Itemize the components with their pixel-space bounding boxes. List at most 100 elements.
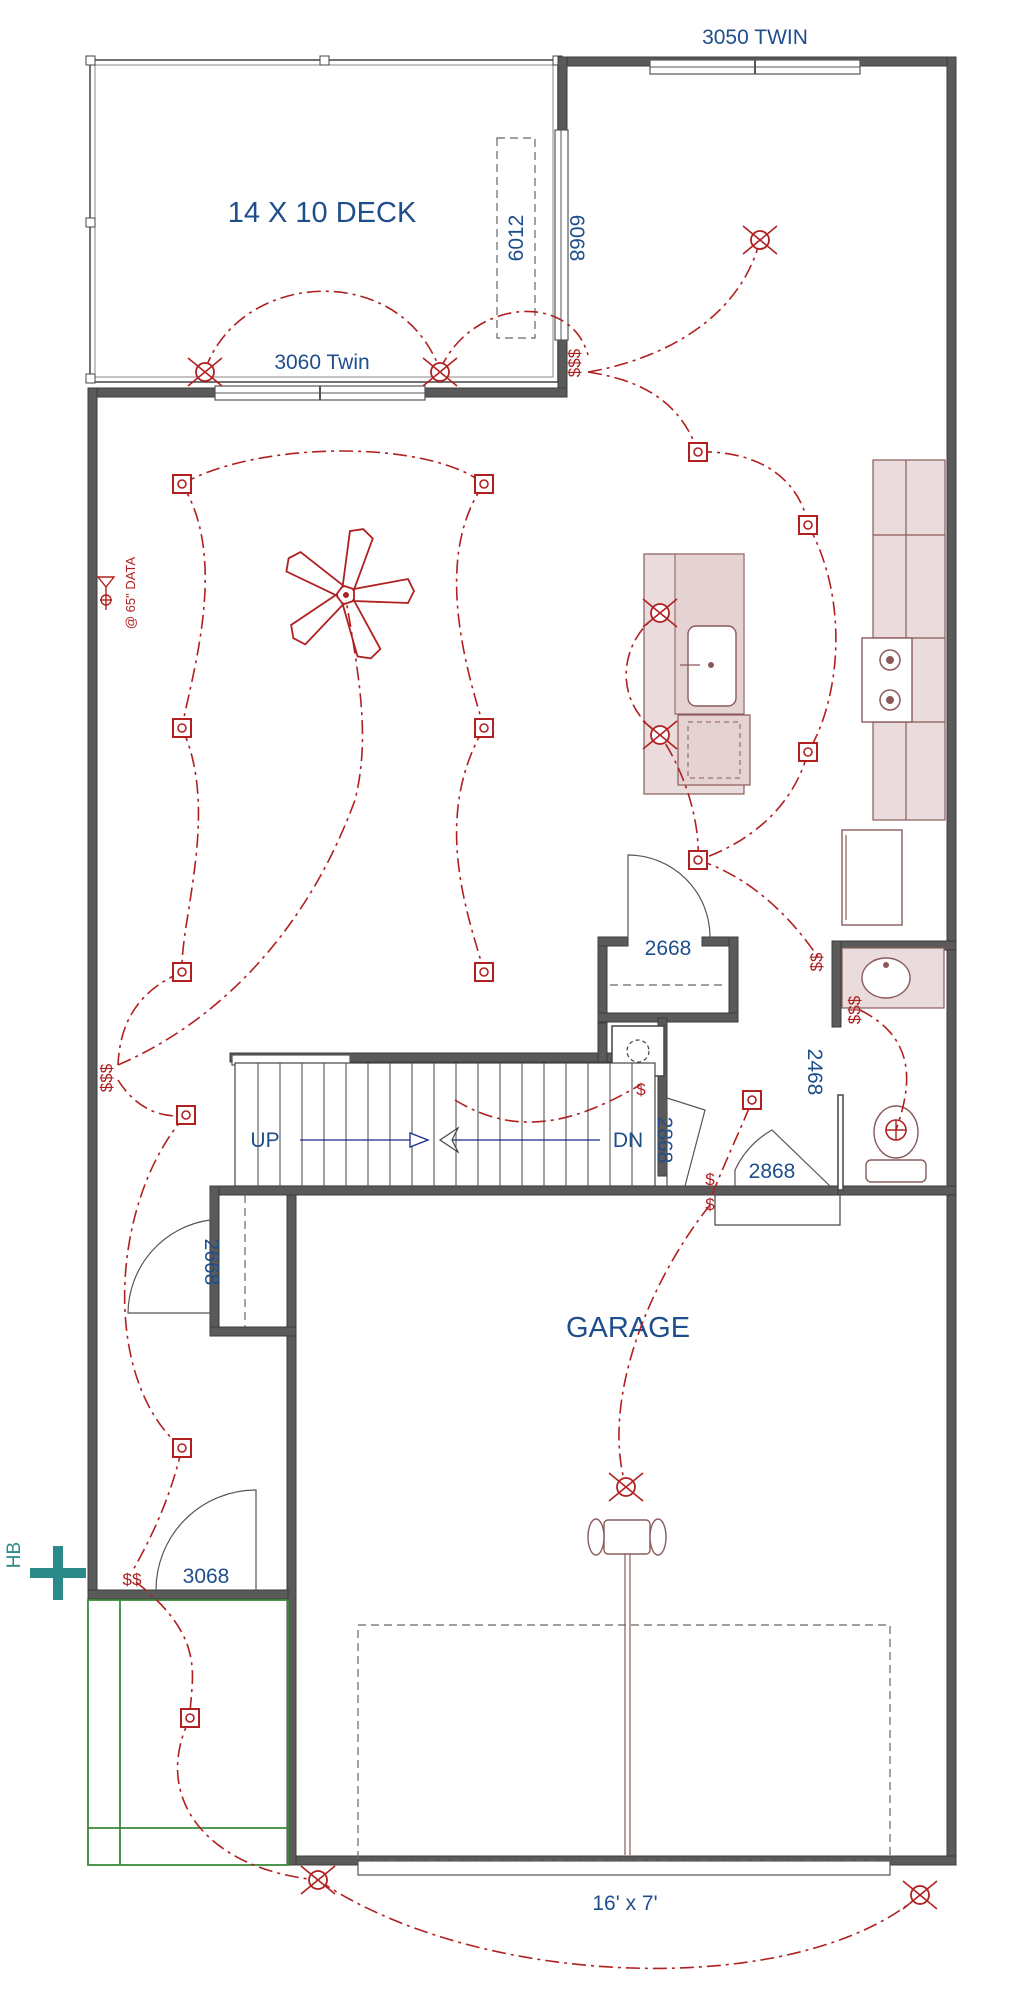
wall-left [87,387,98,1599]
wall-pantry-left [597,936,608,1024]
stair-break [438,1126,460,1154]
deck-outline [89,59,559,383]
burner [879,649,901,671]
switch-entry: $$ [123,1570,142,1589]
burner [879,689,901,711]
recessed-light-icon [474,474,494,494]
door-label-bath: 2468 [803,1049,826,1096]
stair-run [234,1062,656,1187]
toilet-tank [865,1159,927,1183]
powder-room: 2468 [803,947,945,1183]
garage-entry-door-swing [734,1129,831,1187]
water-heater-icon [626,1039,650,1063]
vanity [841,947,945,1009]
fan-blade [341,599,382,660]
light-fixture-icon [742,225,778,255]
wall-stair-right [657,1017,668,1177]
windows: 3050 TWIN 3060 Twin [214,26,861,1066]
fan-blade [341,528,374,591]
door-label-entry: 3068 [183,1565,230,1588]
wall-bath-bottom [837,1185,957,1196]
light-fixture-icon [642,598,678,628]
recessed-light-icon [474,718,494,738]
switch-deck: $$$ [565,348,584,377]
stair-up-label: UP [250,1129,279,1152]
fridge [841,829,903,926]
entry-door-swing [155,1489,257,1591]
recessed-light-icon [176,1105,196,1125]
wall-right [946,56,957,1866]
garage-door-label: 16' x 7' [592,1892,657,1915]
kitchen [643,459,946,926]
garage-door-opener-icon [587,1518,667,1556]
fan-blade [285,551,345,597]
deck-post [85,217,96,228]
deck-label: 14 X 10 DECK [228,197,417,229]
door-label-closet: 2668 [200,1239,223,1286]
light-fixture-icon [902,1880,938,1910]
data-outlet-label: @ 65" DATA [123,557,138,630]
door-label-stair: 2868 [653,1117,676,1164]
pantry-door-swing [627,854,711,938]
stair-door-swing [666,1097,706,1187]
light-fixture-icon [187,357,223,387]
window-label-top: 3050 TWIN [702,26,808,49]
front-porch [87,1599,289,1866]
circuit-living [181,450,485,485]
entry: 3068 HB [4,1489,289,1866]
lavatory [861,957,911,999]
fan-blade [290,593,345,646]
recessed-light-icon [172,718,192,738]
recessed-light-icon [798,742,818,762]
fixtures [172,225,938,1910]
garage-label: GARAGE [566,1312,690,1344]
wall-bath-partition [837,1094,844,1191]
wall-stair-jog [597,1017,608,1063]
recessed-light-icon [474,962,494,982]
switch-kitchen: $$ [807,952,826,971]
switch-garage: $ [705,1170,715,1189]
landing-step [714,1194,841,1226]
recessed-light-icon [688,442,708,462]
deck-post [85,55,96,66]
recessed-light-icon [688,850,708,870]
window-label-deck: 3060 Twin [274,351,369,374]
dishwasher [677,714,751,786]
garage-entry: 2868 [714,1129,841,1226]
data-outlet: @ 65" DATA [96,557,138,630]
closet-door-swing [127,1195,211,1314]
wall-pantry-top-l [597,936,629,947]
deck-post [319,55,330,66]
switch-bath: $$$ [845,995,864,1024]
closet: 2668 [127,1195,246,1327]
switch-stair: $ [636,1080,646,1099]
door-label-pantry: 2668 [645,937,692,960]
light-fixture-icon [608,1472,644,1502]
wall-entry [87,1589,289,1600]
deck: 14 X 10 DECK 6012 6068 [85,55,588,384]
switch-living: $$$ [97,1063,116,1092]
recessed-light-icon [742,1090,762,1110]
fan-blade [353,577,416,604]
recessed-light-icon [172,1438,192,1458]
deck-window-label-a: 6012 [505,215,528,262]
data-outlet-icon [96,576,116,610]
hose-bib-label: HB [4,1542,25,1568]
recessed-light-icon [172,474,192,494]
recessed-light-icon [798,515,818,535]
deck-opening-dashed [496,137,536,339]
wall-pantry-bottom [597,1012,739,1023]
light-fixture-icon [300,1865,336,1895]
range [861,637,913,723]
switches: $$$ $$$ $$ $$$ $ $ $ $$ [97,348,864,1589]
recessed-light-icon [172,962,192,982]
wall-pantry-right [728,936,739,1022]
hose-bib-icon [30,1546,86,1600]
light-fixture-icon [422,357,458,387]
wall-closet-bottom [209,1326,297,1337]
stairs: UP DN 2868 [234,1062,706,1187]
garage: GARAGE 16' x 7' [357,1312,891,1915]
deck-window-label-b: 6068 [565,215,588,262]
switch-garage-2: $ [705,1195,715,1214]
